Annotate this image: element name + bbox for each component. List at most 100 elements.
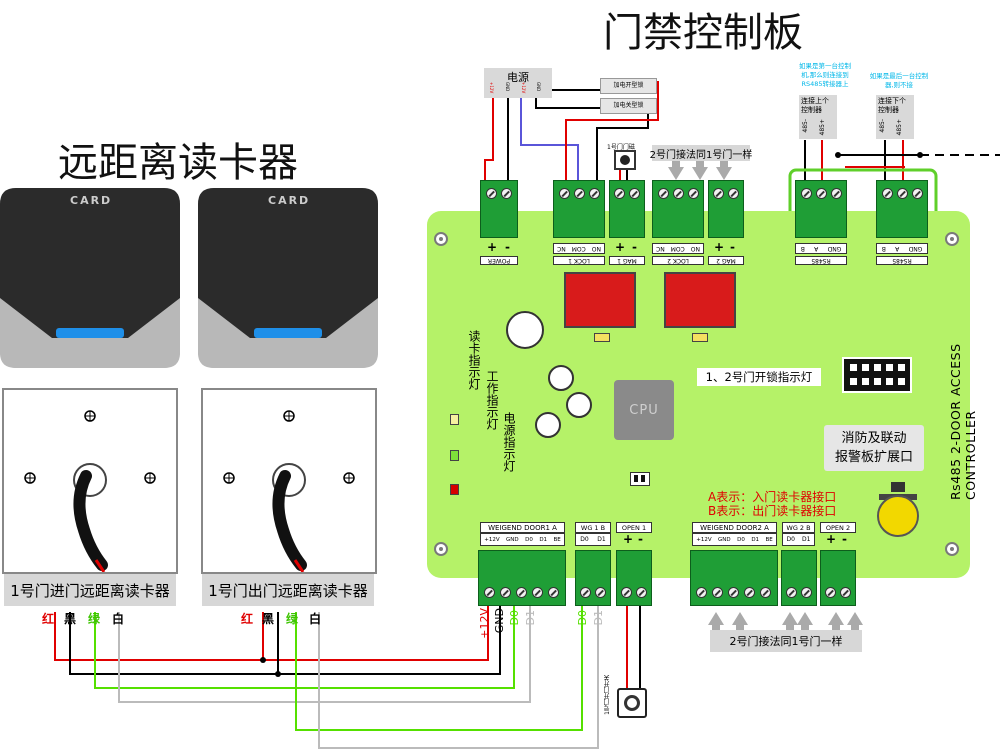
open2-header: OPEN 2 — [820, 522, 856, 533]
wire-white-label: 白 — [112, 612, 125, 626]
wg2b-terminal[interactable] — [781, 550, 817, 606]
mount-hole — [945, 542, 959, 556]
mount-hole — [945, 232, 959, 246]
reader-back-plate-2 — [201, 388, 377, 574]
wire-d1b-label: D1 — [592, 610, 605, 626]
wire-red-label: 红 — [241, 612, 254, 626]
wire-d0-label: D0 — [508, 610, 521, 626]
fire-alarm-label: 消防及联动报警板扩展口 — [824, 425, 924, 471]
open1-minus-sign: - — [638, 532, 643, 546]
open2-minus-sign: - — [842, 532, 847, 546]
relay2-led — [692, 333, 708, 342]
wg1b-header: WG 1 B — [575, 522, 611, 533]
rs485-minus-label: 485- — [879, 119, 886, 133]
open1-terminal[interactable] — [616, 550, 652, 606]
wire-12v-label: +12V — [478, 608, 491, 639]
wire-red-label: 红 — [42, 612, 55, 626]
power-led — [450, 484, 459, 495]
rs485-terminal-b[interactable] — [876, 180, 928, 238]
connect-prev-box: 连接上个控制器 485- 485+ — [799, 95, 837, 139]
door2-same-note: 2号门接法同1号门一样 — [650, 145, 752, 161]
lock1-terminal[interactable] — [553, 180, 605, 238]
open1-plus-sign: + — [623, 532, 634, 546]
capacitor — [506, 311, 544, 349]
lock2-terminal[interactable] — [652, 180, 704, 238]
rs485-terminal-a[interactable] — [795, 180, 847, 238]
capacitor — [566, 392, 592, 418]
mag2-plus-sign: + — [714, 240, 725, 254]
wire-gnd-label: GND — [493, 608, 506, 634]
rs485-first-note: 如果是第一台控制机,那么则连接到RS485转接器上 — [799, 62, 851, 88]
wire-white-label: 白 — [309, 612, 322, 626]
power-terminal[interactable] — [480, 180, 518, 238]
wire-green-label: 绿 — [88, 612, 101, 626]
rs485-plus-label: 485+ — [819, 119, 826, 136]
mag2-terminal[interactable] — [708, 180, 744, 238]
power-pin-gnd: GND — [505, 82, 510, 92]
reader2-caption: 1号门出门远距离读卡器 — [202, 574, 374, 606]
lock2-terminal-label: LOCK 2 — [652, 256, 704, 265]
card-label: CARD — [70, 194, 113, 207]
read-card-led — [450, 414, 459, 425]
connect-next-box: 连接下个控制器 485- 485+ — [876, 95, 914, 139]
power-minus-sign: - — [505, 240, 510, 254]
open2-plus-sign: + — [826, 532, 837, 546]
power-pin-gnd: GND — [536, 82, 541, 92]
power-pin-12v: +12V — [489, 82, 494, 94]
board-vertical-title: Rs485 2-DOOR ACCESS CONTROLLER — [948, 343, 978, 500]
exit-button-icon[interactable] — [617, 688, 647, 718]
wire-green-label: 绿 — [286, 612, 299, 626]
connect-next-label: 连接下个控制器 — [878, 97, 906, 114]
work-led-label: 工作指示灯 — [485, 370, 499, 430]
mag2-terminal-label: MAG 2 — [708, 256, 744, 265]
mag1-terminal-label: MAG 1 — [609, 256, 645, 265]
relay-2 — [664, 272, 736, 328]
reader1-caption: 1号门进门远距离读卡器 — [4, 574, 176, 606]
wg2a-header: WEIGEND DOOR2 A — [692, 522, 777, 533]
mount-hole — [434, 542, 448, 556]
power-supply-box: 电源 +12V GND +12V GND — [484, 68, 552, 98]
mag1-minus-sign: - — [632, 240, 637, 254]
card-label: CARD — [268, 194, 311, 207]
wire-black-label: 黑 — [262, 612, 275, 626]
relay-1 — [564, 272, 636, 328]
wire-black-label: 黑 — [64, 612, 77, 626]
open2-terminal[interactable] — [820, 550, 856, 606]
power-plus-sign: + — [487, 240, 498, 254]
power-terminal-label: POWER — [480, 256, 518, 265]
rs485-plus-label: 485+ — [896, 119, 903, 136]
relay-indicator-label: 1、2号门开锁指示灯 — [697, 368, 821, 386]
wg2a-terminal[interactable] — [690, 550, 778, 606]
reader-back-plate-1 — [2, 388, 178, 574]
door2-bottom-note: 2号门接法同1号门一样 — [710, 630, 862, 652]
wg1b-terminal[interactable] — [575, 550, 611, 606]
door-sensor-label: 1号门门磁 — [607, 144, 635, 151]
legend-a: A表示：入门读卡器接口 — [708, 490, 837, 504]
wg2b-header: WG 2 B — [782, 522, 815, 533]
relay1-led — [594, 333, 610, 342]
jumper — [630, 472, 650, 486]
mag2-minus-sign: - — [730, 240, 735, 254]
connect-prev-label: 连接上个控制器 — [801, 97, 829, 114]
door-sensor-icon — [614, 150, 636, 170]
wg1a-terminal[interactable] — [478, 550, 566, 606]
mag1-terminal[interactable] — [609, 180, 645, 238]
rs485b-terminal-label: RS485 — [876, 256, 928, 265]
rs485-last-note: 如果是最后一台控制器,则不接 — [869, 72, 929, 89]
card-reader-1: CARD — [0, 188, 180, 368]
buzzer — [876, 480, 920, 538]
lock-type-open-box: 加电开型锁 — [600, 78, 657, 94]
lock-type-close-box: 加电关型锁 — [600, 98, 657, 114]
capacitor — [548, 365, 574, 391]
wire-d0b-label: D0 — [576, 610, 589, 626]
exit-button-label: 1号门开门开关 — [604, 675, 611, 715]
lock1-terminal-label: LOCK 1 — [553, 256, 605, 265]
fire-alarm-header — [842, 357, 912, 393]
work-led — [450, 450, 459, 461]
rs485a-terminal-label: RS485 — [795, 256, 847, 265]
